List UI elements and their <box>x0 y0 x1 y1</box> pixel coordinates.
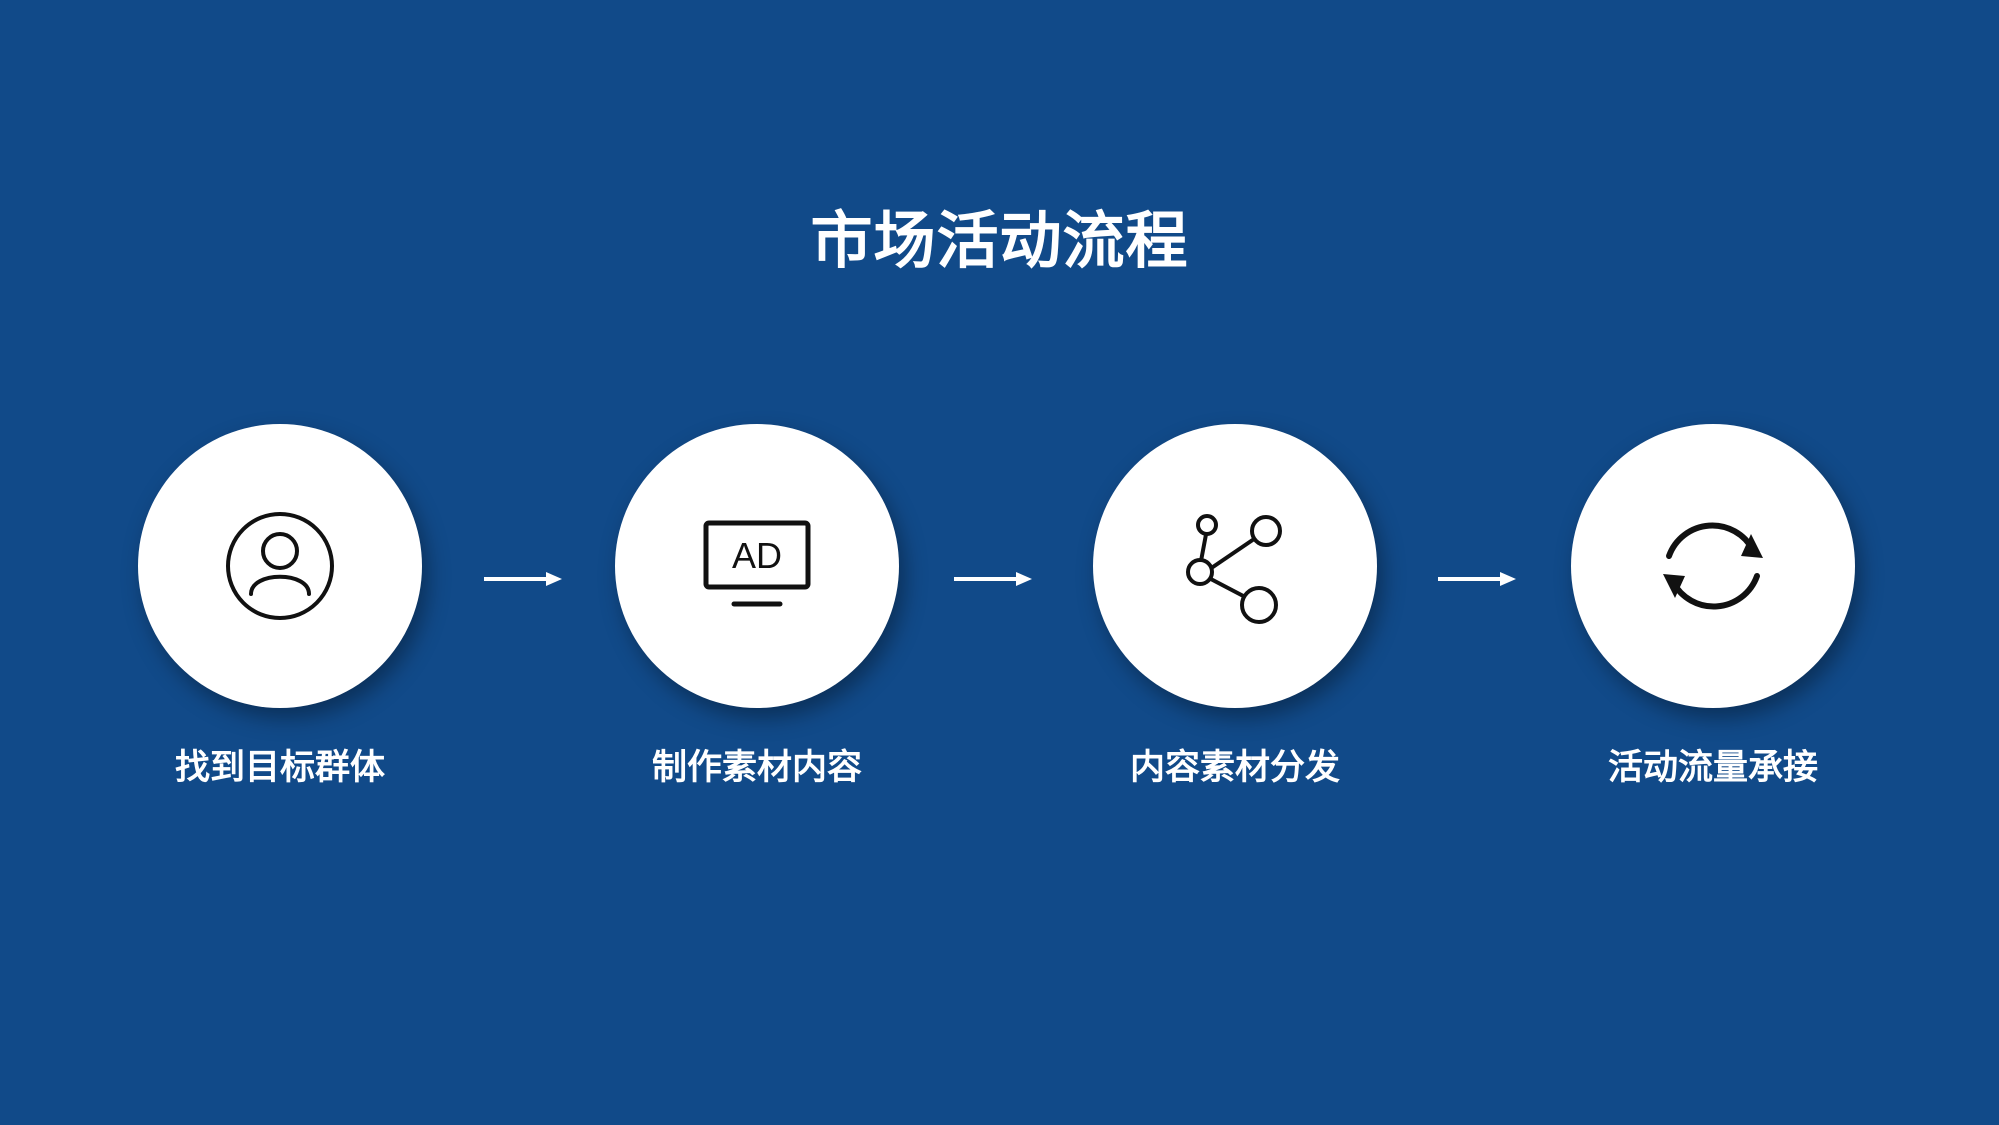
ad-monitor-icon: AD <box>703 520 811 607</box>
step-2-circle: AD <box>615 424 899 708</box>
arrow-right-icon <box>484 572 562 586</box>
page-title: 市场活动流程 <box>810 204 1189 277</box>
step-4-label: 活动流量承接 <box>1607 748 1818 788</box>
arrow-right-icon <box>954 572 1032 586</box>
step-4-circle <box>1571 424 1855 708</box>
step-1-label: 找到目标群体 <box>174 748 385 788</box>
share-icon <box>1186 514 1282 624</box>
step-3-label: 内容素材分发 <box>1129 748 1340 788</box>
user-icon <box>226 512 334 620</box>
refresh-icon <box>1663 522 1763 610</box>
step-2-label: 制作素材内容 <box>651 748 862 788</box>
step-1-circle <box>138 424 422 708</box>
step-3-circle <box>1093 424 1377 708</box>
ad-icon-text: AD <box>732 535 782 576</box>
arrow-right-icon <box>1438 572 1516 586</box>
